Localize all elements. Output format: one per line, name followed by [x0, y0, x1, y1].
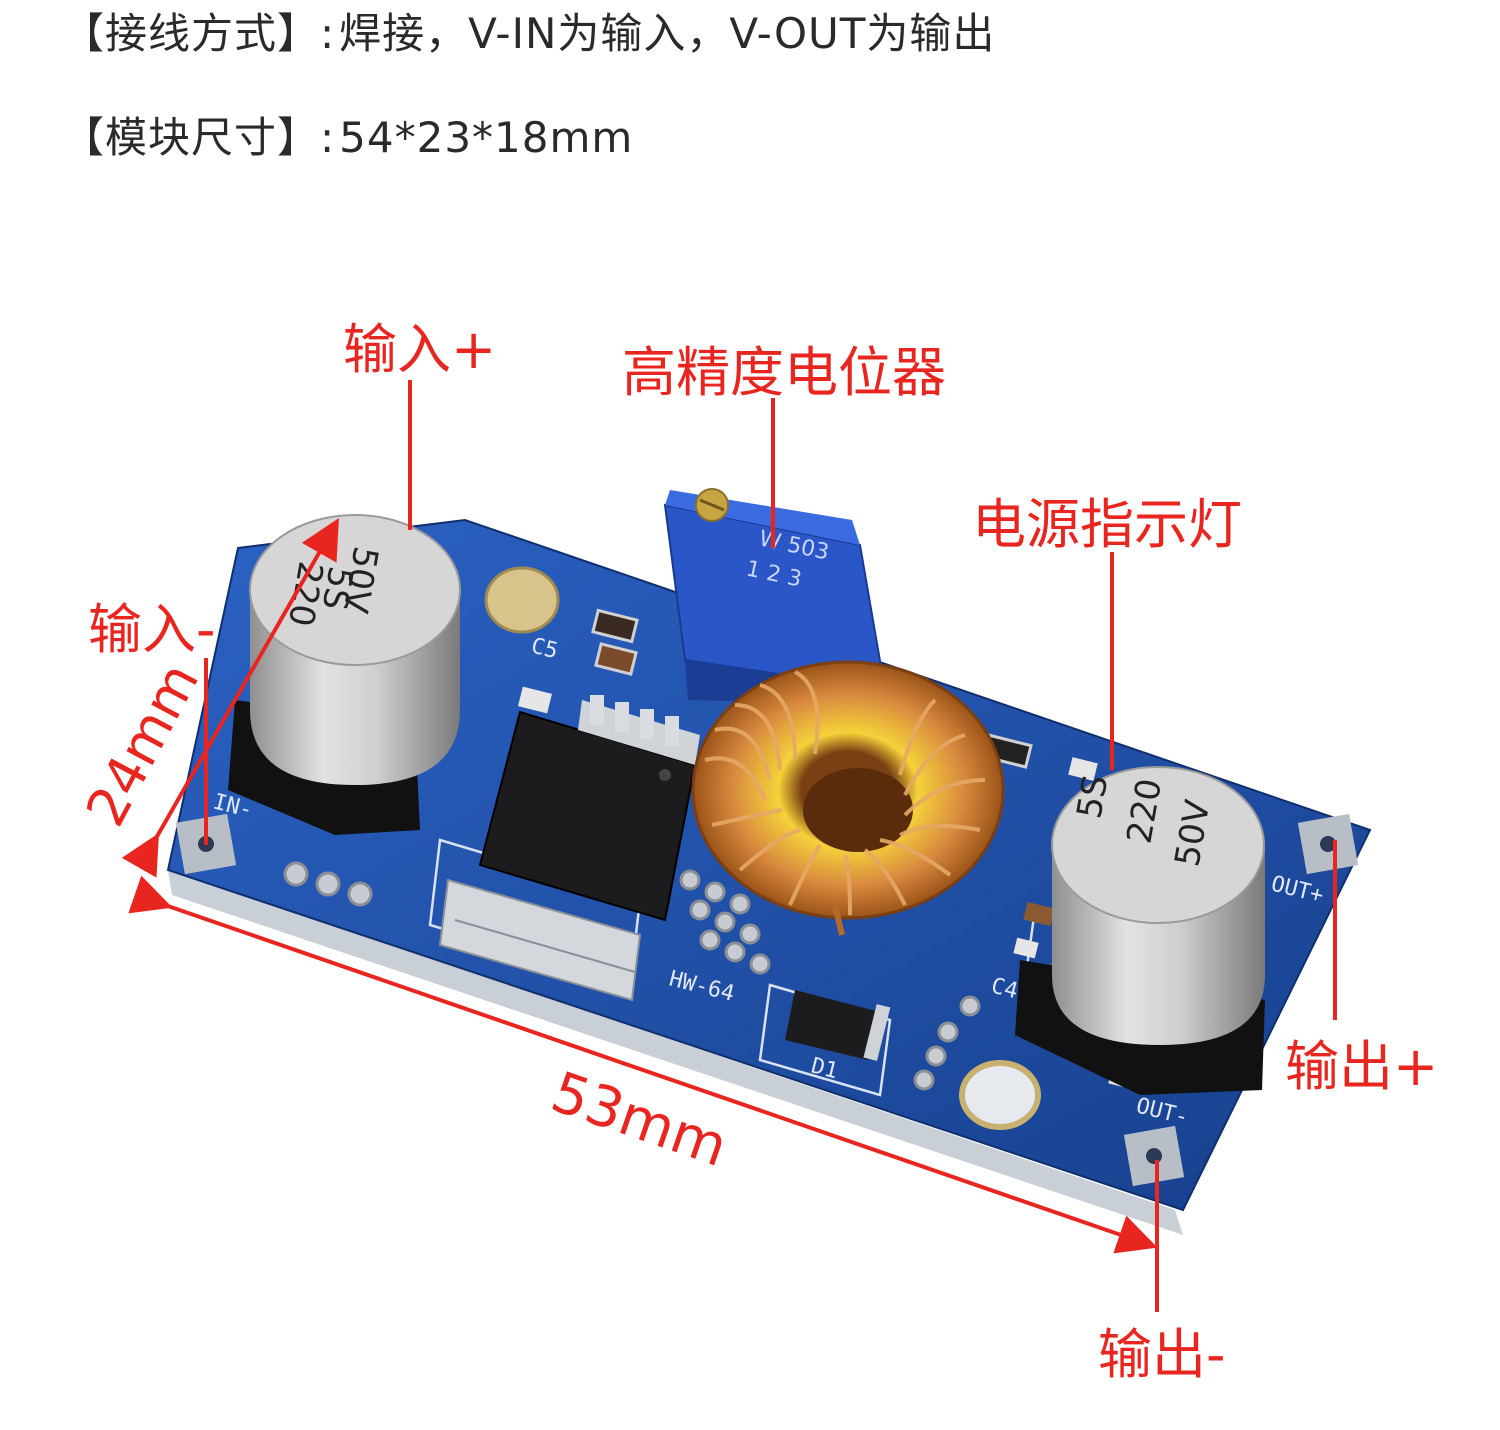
callout-input-plus: 输入+ [343, 318, 497, 381]
mount-hole [484, 566, 560, 634]
callout-power-indicator: 电源指示灯 [972, 493, 1242, 556]
callout-output-minus: 输出- [1098, 1323, 1226, 1386]
callout-input-minus: 输入- [88, 598, 216, 661]
pad-out-minus [1123, 1125, 1185, 1187]
dimension-arrows [121, 518, 1158, 1254]
spec-wiring-value: 焊接，V-IN为输入，V-OUT为输出 [339, 9, 996, 58]
dimension-length-label: 53mm [543, 1060, 735, 1180]
spec-size-label: 【模块尺寸】: [62, 113, 336, 162]
spec-wiring-label: 【接线方式】: [62, 9, 336, 58]
pad-out-plus [1297, 813, 1359, 875]
spec-wiring: 【接线方式】:焊接，V-IN为输入，V-OUT为输出 [62, 0, 995, 61]
mount-hole [959, 1060, 1041, 1130]
spec-size-value: 54*23*18mm [339, 113, 634, 162]
silk-c5: C5 [529, 634, 561, 665]
cap-out-text-1: 5S [1069, 772, 1116, 822]
callout-potentiometer: 高精度电位器 [622, 341, 946, 404]
inductor-coil [691, 660, 1005, 936]
regulator-ic [478, 695, 700, 922]
callout-output-plus: 输出+ [1285, 1035, 1439, 1098]
spec-size: 【模块尺寸】:54*23*18mm [62, 104, 633, 165]
